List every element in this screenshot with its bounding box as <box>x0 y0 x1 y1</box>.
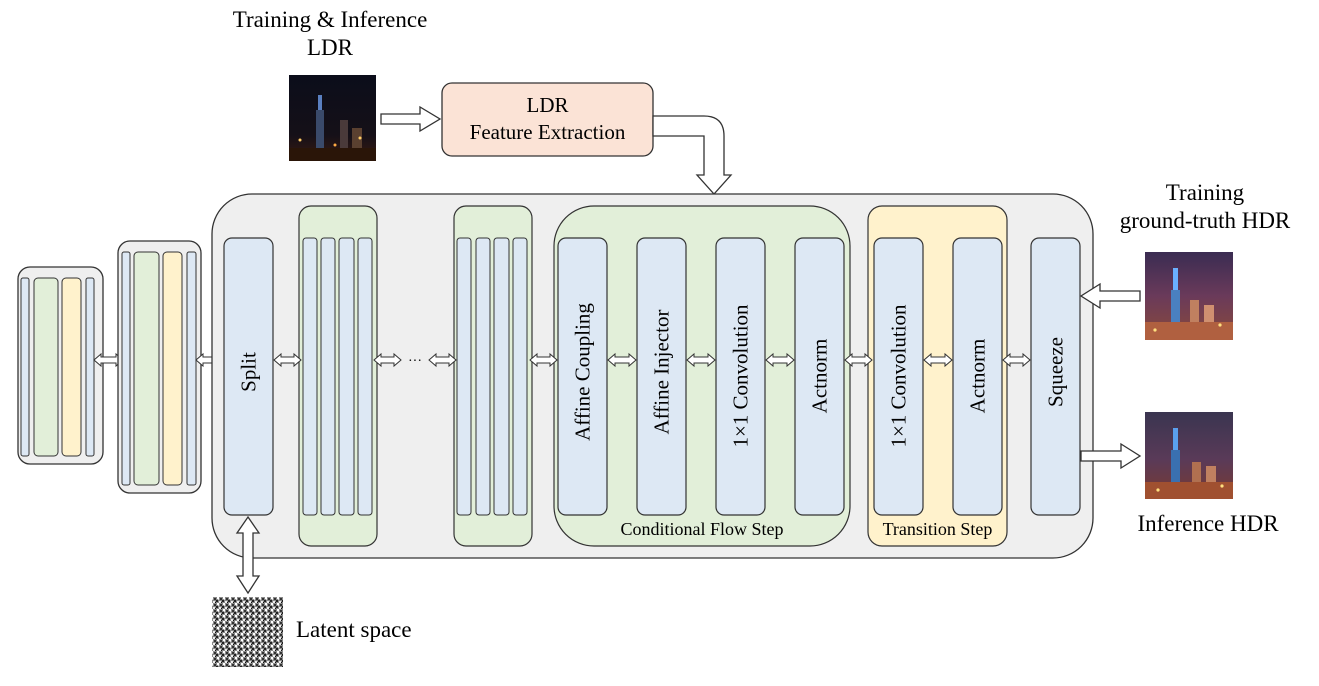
affine-injector-label: Affine Injector <box>649 309 674 435</box>
conditional-flow-step-container <box>553 205 851 547</box>
ground-truth-title: Training ground-truth HDR <box>1095 179 1315 235</box>
conv-label-1: 1×1 Convolution <box>728 304 753 448</box>
flow-step-group-2 <box>453 205 533 547</box>
inference-hdr-label: Inference HDR <box>1137 511 1279 536</box>
ground-truth-hdr-image <box>1145 252 1233 340</box>
arrow-feature-to-level <box>652 115 733 195</box>
latent-noise-image <box>212 597 283 667</box>
feature-extraction-line2: Feature Extraction <box>469 120 626 144</box>
connector-arrows <box>273 352 1031 368</box>
ldr-input-title: Training & Inference LDR <box>205 6 455 62</box>
level-block-small <box>17 266 104 465</box>
affine-coupling-module <box>557 237 608 516</box>
squeeze-label: Squeeze <box>1043 337 1068 407</box>
conv-module-2 <box>873 237 924 516</box>
squeeze-module <box>1030 237 1081 516</box>
arrow-squeeze-to-inference <box>1080 442 1142 470</box>
inference-hdr-image <box>1145 412 1233 499</box>
split-module <box>223 237 274 516</box>
ldr-input-title-line2: LDR <box>307 35 353 60</box>
ellipsis: ··· <box>408 354 422 369</box>
conditional-flow-step-label: Conditional Flow Step <box>620 519 784 539</box>
ground-truth-title-line1: Training <box>1165 180 1245 205</box>
actnorm-module-1 <box>794 237 845 516</box>
arrow-ldr-to-feature <box>380 105 442 133</box>
feature-extraction-line1: LDR <box>526 93 569 117</box>
affine-injector-module <box>636 237 687 516</box>
latent-space-label: Latent space <box>296 617 412 642</box>
conv-module-1 <box>715 237 766 516</box>
transition-step-label: Transition Step <box>882 519 993 539</box>
flow-step-group-1 <box>298 205 378 547</box>
ldr-input-image <box>289 75 376 161</box>
level-block-medium <box>117 240 202 494</box>
actnorm-label-2: Actnorm <box>965 338 990 414</box>
conv-label-2: 1×1 Convolution <box>886 304 911 448</box>
feature-extraction-label: LDR Feature Extraction <box>442 92 653 146</box>
arrow-gt-to-squeeze <box>1079 282 1141 310</box>
actnorm-label-1: Actnorm <box>807 338 832 414</box>
affine-coupling-label: Affine Coupling <box>570 303 595 441</box>
arrow-split-latent <box>235 515 261 595</box>
ldr-input-title-line1: Training & Inference <box>232 7 428 32</box>
ground-truth-title-line2: ground-truth HDR <box>1119 208 1291 233</box>
split-label: Split <box>236 352 261 392</box>
actnorm-module-2 <box>952 237 1003 516</box>
